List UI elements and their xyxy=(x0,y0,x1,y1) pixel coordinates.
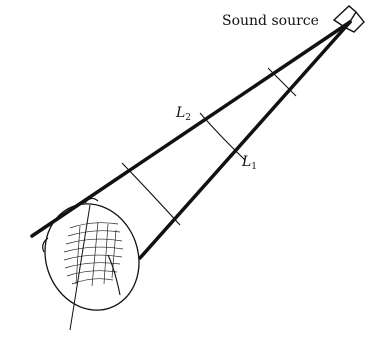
upper-sound-ray xyxy=(30,20,352,238)
l2-label: L2 xyxy=(175,105,191,123)
head-icon xyxy=(42,197,140,311)
wavefronts xyxy=(107,67,297,296)
right-ear xyxy=(84,197,99,204)
lower-sound-ray xyxy=(138,20,352,260)
head-axis-line xyxy=(69,204,91,331)
wavefront-3 xyxy=(121,162,181,226)
head-outline xyxy=(44,203,140,311)
left-ear xyxy=(42,237,49,253)
wavefront-1 xyxy=(267,67,297,97)
sound-source-label: Sound source xyxy=(222,13,319,29)
hair-strokes xyxy=(63,221,124,287)
l1-label: L1 xyxy=(241,154,257,172)
speaker-body xyxy=(345,11,365,33)
wavefront-2 xyxy=(199,112,246,161)
wavefront-4 xyxy=(107,254,121,296)
